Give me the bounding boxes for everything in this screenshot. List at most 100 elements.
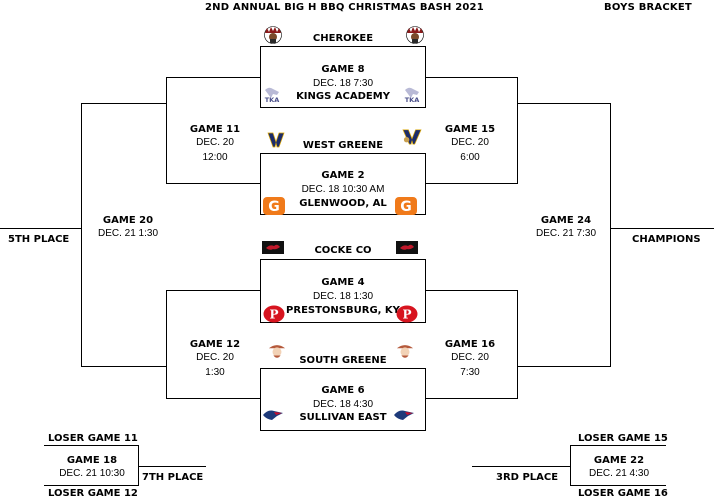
svg-text:P: P xyxy=(269,308,278,322)
team-glenwood: GLENWOOD, AL xyxy=(299,198,387,209)
g-icon: G xyxy=(395,197,417,215)
team-cherokee: CHEROKEE xyxy=(312,33,374,44)
game-15-date: DEC. 20 xyxy=(451,137,489,148)
team-kings-academy: KINGS ACADEMY xyxy=(296,91,390,102)
champions-label: CHAMPIONS xyxy=(632,234,701,245)
game-22-name: GAME 22 xyxy=(593,455,645,466)
connector xyxy=(138,466,206,467)
svg-text:G: G xyxy=(400,199,412,215)
game-12-time: 1:30 xyxy=(205,367,225,378)
connector xyxy=(138,445,139,486)
team-cocke-co: COCKE CO xyxy=(314,245,372,256)
tka-icon: TKA xyxy=(405,87,420,104)
connector xyxy=(166,290,167,399)
p-icon: P xyxy=(396,305,418,323)
game-16-name: GAME 16 xyxy=(444,339,496,350)
tka-icon: TKA xyxy=(265,87,280,104)
game-18-info: GAME 18 DEC. 21 10:30 xyxy=(48,455,136,481)
game-24-time: DEC. 21 7:30 xyxy=(535,228,597,239)
game-22-time: DEC. 21 4:30 xyxy=(588,468,650,479)
connector xyxy=(166,398,260,399)
connector xyxy=(570,445,666,446)
cocke-co-icon xyxy=(262,241,284,254)
game-15-name: GAME 15 xyxy=(444,124,496,135)
connector xyxy=(81,366,166,367)
game-16-info: GAME 16 DEC. 20 7:30 xyxy=(440,339,500,380)
loser-game-11: LOSER GAME 11 xyxy=(48,433,138,444)
connector xyxy=(517,366,610,367)
game-18-time: DEC. 21 10:30 xyxy=(59,468,125,479)
team-sullivan-east: SULLIVAN EAST xyxy=(299,412,387,423)
connector xyxy=(425,290,517,291)
bracket-type: BOYS BRACKET xyxy=(604,2,692,13)
game-8-time: DEC. 18 7:30 xyxy=(312,78,374,89)
connector xyxy=(44,445,138,446)
game-16-time: 7:30 xyxy=(460,367,480,378)
connector xyxy=(570,445,571,486)
connector xyxy=(44,485,138,486)
connector xyxy=(517,103,610,104)
game-4-time: DEC. 18 1:30 xyxy=(312,291,374,302)
game-6-box: GAME 6 DEC. 18 4:30 SULLIVAN EAST xyxy=(260,368,426,431)
game-20-info: GAME 20 DEC. 21 1:30 xyxy=(88,215,168,241)
connector xyxy=(517,77,518,184)
svg-text:G: G xyxy=(268,199,280,215)
connector xyxy=(425,183,517,184)
game-12-info: GAME 12 DEC. 20 1:30 xyxy=(185,339,245,380)
p-icon: P xyxy=(263,305,285,323)
team-west-greene: WEST GREENE xyxy=(302,140,384,151)
connector xyxy=(425,77,517,78)
connector xyxy=(425,398,517,399)
game-4-name: GAME 4 xyxy=(321,277,365,288)
game-24-info: GAME 24 DEC. 21 7:30 xyxy=(526,215,606,241)
game-18-name: GAME 18 xyxy=(66,455,118,466)
connector xyxy=(610,103,611,367)
connector xyxy=(517,290,518,399)
game-11-name: GAME 11 xyxy=(189,124,241,135)
svg-text:P: P xyxy=(402,308,411,322)
team-south-greene: SOUTH GREENE xyxy=(299,355,387,366)
loser-game-12: LOSER GAME 12 xyxy=(48,488,138,499)
connector xyxy=(81,103,166,104)
game-16-date: DEC. 20 xyxy=(451,352,489,363)
team-prestonsburg: PRESTONSBURG, KY xyxy=(286,305,400,316)
cocke-co-icon xyxy=(396,241,418,254)
fifth-place-label: 5TH PLACE xyxy=(8,234,70,245)
game-20-name: GAME 20 xyxy=(102,215,154,226)
rebel-mascot-icon xyxy=(268,345,286,358)
game-11-date: DEC. 20 xyxy=(196,137,234,148)
third-place-label: 3RD PLACE xyxy=(496,472,559,483)
game-11-time: 12:00 xyxy=(202,152,228,163)
game-8-name: GAME 8 xyxy=(321,64,365,75)
game-6-time: DEC. 18 4:30 xyxy=(312,399,374,410)
connector xyxy=(166,290,260,291)
game-11-info: GAME 11 DEC. 20 12:00 xyxy=(185,124,245,165)
connector xyxy=(610,228,714,229)
game-2-name: GAME 2 xyxy=(321,170,365,181)
game-24-name: GAME 24 xyxy=(540,215,592,226)
game-20-time: DEC. 21 1:30 xyxy=(97,228,159,239)
game-8-box: GAME 8 DEC. 18 7:30 KINGS ACADEMY xyxy=(260,46,426,108)
rebel-mascot-icon xyxy=(396,345,414,358)
connector xyxy=(472,466,570,467)
g-icon: G xyxy=(263,197,285,215)
svg-text:TKA: TKA xyxy=(405,96,420,104)
connector xyxy=(81,103,82,367)
connector xyxy=(166,77,260,78)
w-icon xyxy=(402,129,422,145)
loser-game-15: LOSER GAME 15 xyxy=(578,433,668,444)
loser-game-16: LOSER GAME 16 xyxy=(578,488,668,499)
game-15-time: 6:00 xyxy=(460,152,480,163)
game-6-name: GAME 6 xyxy=(321,385,365,396)
game-12-date: DEC. 20 xyxy=(196,352,234,363)
game-12-name: GAME 12 xyxy=(189,339,241,350)
cherokee-chief-icon xyxy=(264,26,282,44)
connector xyxy=(0,228,81,229)
connector xyxy=(570,485,666,486)
svg-text:TKA: TKA xyxy=(265,96,280,104)
seventh-place-label: 7TH PLACE xyxy=(142,472,204,483)
patriot-icon xyxy=(263,410,283,420)
w-icon xyxy=(267,132,285,148)
bracket-title: 2ND ANNUAL BIG H BBQ CHRISTMAS BASH 2021 xyxy=(205,2,484,13)
game-15-info: GAME 15 DEC. 20 6:00 xyxy=(440,124,500,165)
